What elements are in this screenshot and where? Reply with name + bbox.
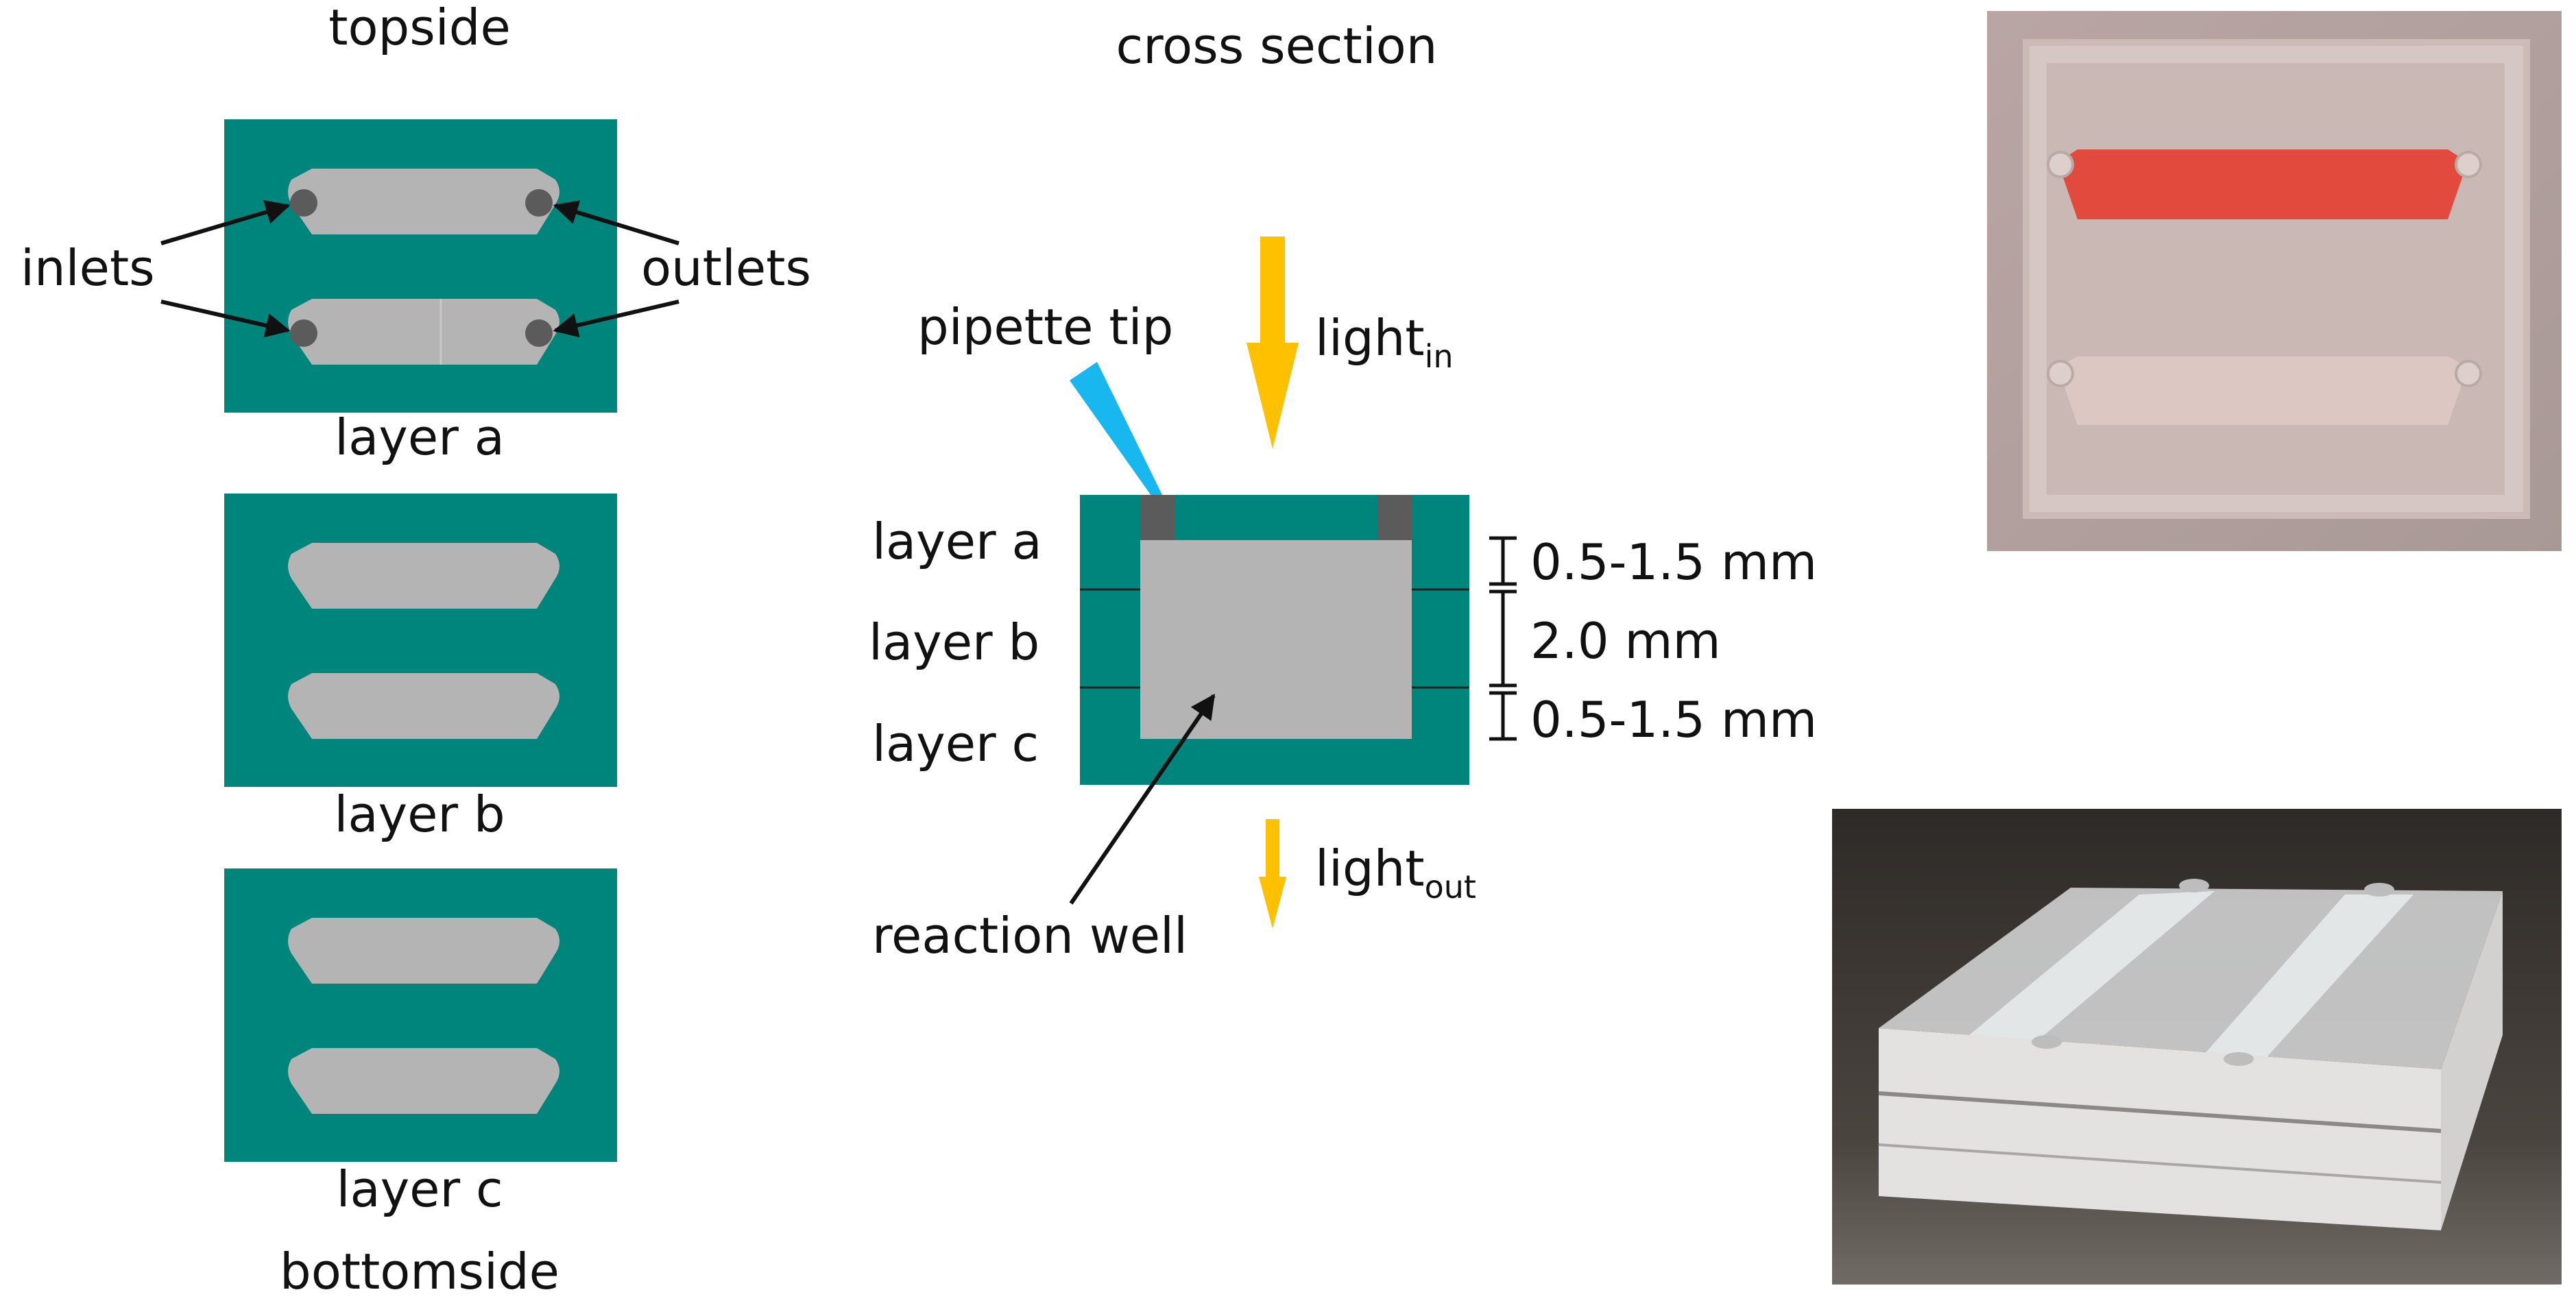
topside-label: topside	[328, 0, 511, 56]
photo-side-view	[1832, 809, 2562, 1285]
red-well	[2056, 149, 2469, 219]
reaction-well-arrow	[1069, 694, 1216, 905]
light-out-arrow	[1259, 819, 1286, 929]
inlet-arrow	[160, 300, 291, 338]
layer-a-plate	[224, 119, 617, 413]
well-shape	[288, 543, 559, 609]
layer-c-label: layer c	[336, 1160, 503, 1218]
outlets-label: outlets	[641, 239, 811, 297]
dimension-layer-a: 0.5-1.5 mm	[1530, 533, 1817, 591]
layer-b-label: layer b	[334, 786, 505, 843]
inlets-label: inlets	[21, 239, 155, 297]
well-shape	[288, 1048, 559, 1114]
inlet-arrow	[160, 199, 291, 245]
pipette-tip	[1070, 362, 1163, 500]
dimension-layer-b: 2.0 mm	[1530, 612, 1721, 670]
bottomside-label: bottomside	[280, 1243, 559, 1300]
outlet-arrow	[553, 200, 679, 245]
well-shape	[288, 673, 559, 739]
well-shape	[288, 299, 559, 365]
cross-section-title: cross section	[1116, 17, 1438, 75]
layer-b-plate	[224, 494, 617, 787]
outlet-port	[525, 189, 553, 217]
dimension-bars	[1489, 536, 1517, 741]
clear-well	[2056, 356, 2469, 425]
layer-a-label: layer a	[335, 409, 505, 466]
light-in-label: lightin	[1315, 309, 1454, 375]
dimension-layer-c: 0.5-1.5 mm	[1530, 691, 1817, 749]
reaction-well-label: reaction well	[872, 907, 1188, 964]
cs-layer-a-label: layer a	[872, 513, 1042, 570]
chip-right-face	[2441, 891, 2503, 1230]
cs-layer-c-label: layer c	[872, 715, 1039, 772]
light-out-label: lightout	[1315, 840, 1476, 905]
cross-section-body	[1080, 495, 1469, 785]
well-shape	[288, 169, 559, 234]
well-shape	[288, 918, 559, 984]
outlet-port	[525, 319, 553, 347]
layer-c-plate	[224, 868, 617, 1162]
chip-front-face	[1879, 1028, 2441, 1230]
port-left	[1140, 495, 1175, 540]
inlet-port	[290, 189, 317, 217]
light-in-arrow	[1247, 236, 1299, 449]
outlet-arrow	[553, 300, 679, 338]
inlet-port	[290, 319, 317, 347]
pipette-tip-label: pipette tip	[917, 298, 1173, 356]
port-right	[1377, 495, 1412, 540]
photo-top-view	[1987, 11, 2562, 551]
cs-layer-b-label: layer b	[869, 613, 1039, 671]
